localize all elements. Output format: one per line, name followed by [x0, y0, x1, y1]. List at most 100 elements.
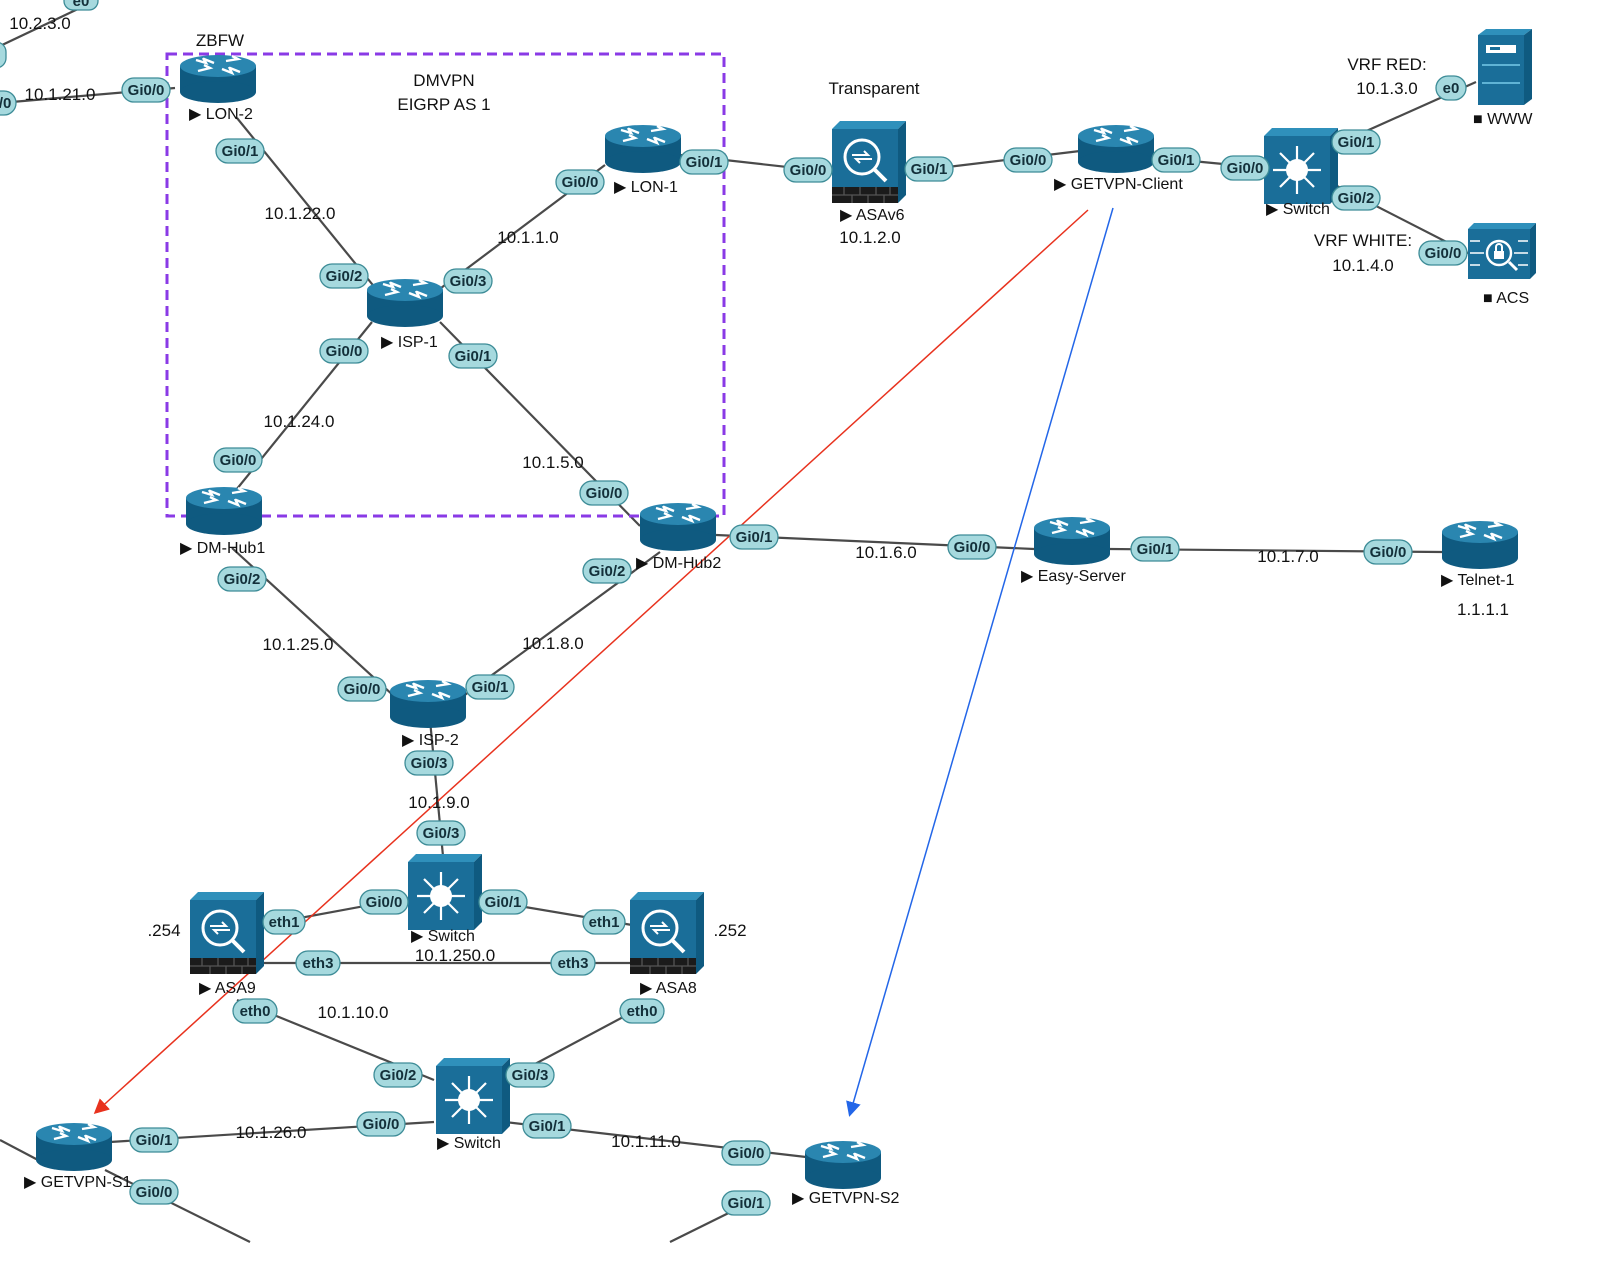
- node-isp1[interactable]: ▶ ISP-1: [381, 334, 438, 351]
- interface-badge[interactable]: Gi0/2: [1331, 185, 1381, 211]
- lon2-tag: ZBFW: [196, 31, 244, 50]
- node-asav6[interactable]: ▶ ASAv6: [840, 207, 905, 224]
- interface-badge[interactable]: Gi0/3: [443, 268, 493, 294]
- svg-text:Gi0/0: Gi0/0: [954, 539, 991, 556]
- router-icon[interactable]: [638, 501, 718, 553]
- interface-badge[interactable]: Gi0/0: [783, 157, 833, 183]
- switch-icon[interactable]: [1262, 126, 1340, 206]
- interface-badge[interactable]: Gi0/1: [129, 1127, 179, 1153]
- interface-badge[interactable]: Gi0/0: [1003, 147, 1053, 173]
- firewall-icon[interactable]: [188, 890, 266, 976]
- router-icon[interactable]: [365, 277, 445, 329]
- interface-badge[interactable]: Gi0/0: [359, 889, 409, 915]
- interface-badge[interactable]: Gi0/3: [505, 1062, 555, 1088]
- dmvpn-zone-border: [165, 52, 726, 518]
- interface-badge[interactable]: eth1: [582, 909, 626, 935]
- firewall-icon[interactable]: [830, 119, 908, 205]
- subnet-label: 10.1.10.0: [318, 1003, 389, 1022]
- router-icon[interactable]: [184, 485, 264, 537]
- interface-badge[interactable]: Gi0/0: [1220, 155, 1270, 181]
- interface-badge[interactable]: Gi0/1: [215, 138, 265, 164]
- node-telnet1[interactable]: ▶ Telnet-1: [1441, 572, 1514, 589]
- svg-text:Gi0/1: Gi0/1: [728, 1195, 765, 1212]
- switch-icon[interactable]: [434, 1056, 512, 1136]
- node-switch-bottom[interactable]: ▶ Switch: [437, 1135, 501, 1152]
- svg-text:Gi0/2: Gi0/2: [1338, 190, 1375, 207]
- router-icon[interactable]: [34, 1121, 114, 1173]
- firewall-icon[interactable]: [628, 890, 706, 976]
- interface-badge[interactable]: Gi0/0: [947, 534, 997, 560]
- interface-badge[interactable]: Gi0/1: [729, 524, 779, 550]
- interface-badge[interactable]: Gi0/1: [522, 1113, 572, 1139]
- interface-badge[interactable]: eth0: [619, 998, 665, 1024]
- subnet-label: 10.1.26.0: [236, 1123, 307, 1142]
- interface-badge[interactable]: Gi0/1: [721, 1190, 771, 1216]
- node-getvpn-s1[interactable]: ▶ GETVPN-S1: [24, 1174, 132, 1191]
- node-getvpn-s2[interactable]: ▶ GETVPN-S2: [792, 1190, 900, 1207]
- interface-badge[interactable]: Gi0/1: [679, 149, 729, 175]
- router-icon[interactable]: [1440, 519, 1520, 571]
- node-isp2[interactable]: ▶ ISP-2: [402, 732, 459, 749]
- svg-text:Gi0/0: Gi0/0: [220, 452, 257, 469]
- node-getvpn-client[interactable]: ▶ GETVPN-Client: [1054, 176, 1183, 193]
- subnet-label: 10.1.8.0: [522, 634, 583, 653]
- interface-badge[interactable]: [0, 42, 7, 68]
- svg-text:Gi0/0: Gi0/0: [128, 82, 165, 99]
- svg-text:eth1: eth1: [269, 914, 300, 931]
- interface-badge[interactable]: Gi0/2: [582, 558, 632, 584]
- server-icon[interactable]: [1477, 28, 1533, 106]
- node-switch-mid[interactable]: ▶ Switch: [411, 928, 475, 945]
- router-icon[interactable]: [803, 1139, 883, 1191]
- switch-icon[interactable]: [406, 852, 484, 932]
- interface-badge[interactable]: Gi0/1: [1331, 129, 1381, 155]
- interface-badge[interactable]: eth3: [295, 950, 341, 976]
- interface-badge[interactable]: Gi0/0: [1418, 240, 1468, 266]
- interface-badge[interactable]: Gi0/1: [478, 889, 528, 915]
- interface-badge[interactable]: Gi0/1: [448, 343, 498, 369]
- interface-badge[interactable]: Gi0/2: [217, 566, 267, 592]
- asav6-tag: Transparent: [828, 79, 919, 98]
- router-icon[interactable]: [603, 123, 683, 175]
- interface-badge[interactable]: eth3: [550, 950, 596, 976]
- interface-badge[interactable]: eth1: [262, 909, 306, 935]
- interface-badge[interactable]: Gi0/3: [416, 820, 466, 846]
- interface-badge[interactable]: Gi0/1: [1151, 147, 1201, 173]
- interface-badge[interactable]: eth0: [232, 998, 278, 1024]
- interface-badge[interactable]: Gi0/0: [213, 447, 263, 473]
- interface-badge[interactable]: Gi0/0: [337, 676, 387, 702]
- node-asa9[interactable]: ▶ ASA9: [199, 980, 256, 997]
- node-lon1[interactable]: ▶ LON-1: [614, 179, 678, 196]
- interface-badge[interactable]: Gi0/0: [319, 338, 369, 364]
- router-icon[interactable]: [178, 53, 258, 105]
- interface-badge[interactable]: Gi0/0: [579, 480, 629, 506]
- interface-badge[interactable]: Gi0/3: [404, 750, 454, 776]
- acs-icon[interactable]: [1466, 221, 1538, 281]
- node-www[interactable]: ■ WWW: [1473, 111, 1533, 128]
- interface-badge[interactable]: Gi0/0: [0, 90, 17, 116]
- router-icon[interactable]: [388, 678, 468, 730]
- node-dmhub1[interactable]: ▶ DM-Hub1: [180, 540, 265, 557]
- interface-badge[interactable]: Gi0/2: [319, 263, 369, 289]
- interface-badge[interactable]: Gi0/2: [373, 1062, 423, 1088]
- node-switch-top[interactable]: ▶ Switch: [1266, 201, 1330, 218]
- interface-badge[interactable]: Gi0/0: [121, 77, 171, 103]
- svg-text:Gi0/0: Gi0/0: [0, 95, 11, 112]
- node-dmhub2[interactable]: ▶ DM-Hub2: [636, 555, 721, 572]
- interface-badge[interactable]: Gi0/1: [1130, 536, 1180, 562]
- router-icon[interactable]: [1076, 123, 1156, 175]
- interface-badge[interactable]: Gi0/0: [1363, 539, 1413, 565]
- interface-badge[interactable]: e0: [1435, 75, 1467, 101]
- node-easy-server[interactable]: ▶ Easy-Server: [1021, 568, 1126, 585]
- interface-badge[interactable]: Gi0/0: [129, 1179, 179, 1205]
- interface-badge[interactable]: Gi0/1: [465, 674, 515, 700]
- node-acs[interactable]: ■ ACS: [1483, 290, 1529, 307]
- interface-badge[interactable]: Gi0/0: [555, 169, 605, 195]
- node-lon2[interactable]: ▶ LON-2: [189, 106, 253, 123]
- router-icon[interactable]: [1032, 515, 1112, 567]
- subnet-label: 10.1.25.0: [263, 635, 334, 654]
- interface-badge[interactable]: Gi0/0: [356, 1111, 406, 1137]
- node-asa8[interactable]: ▶ ASA8: [640, 980, 697, 997]
- interface-badge[interactable]: Gi0/0: [721, 1140, 771, 1166]
- interface-badge[interactable]: Gi0/1: [904, 156, 954, 182]
- interface-badge[interactable]: e0: [63, 0, 99, 11]
